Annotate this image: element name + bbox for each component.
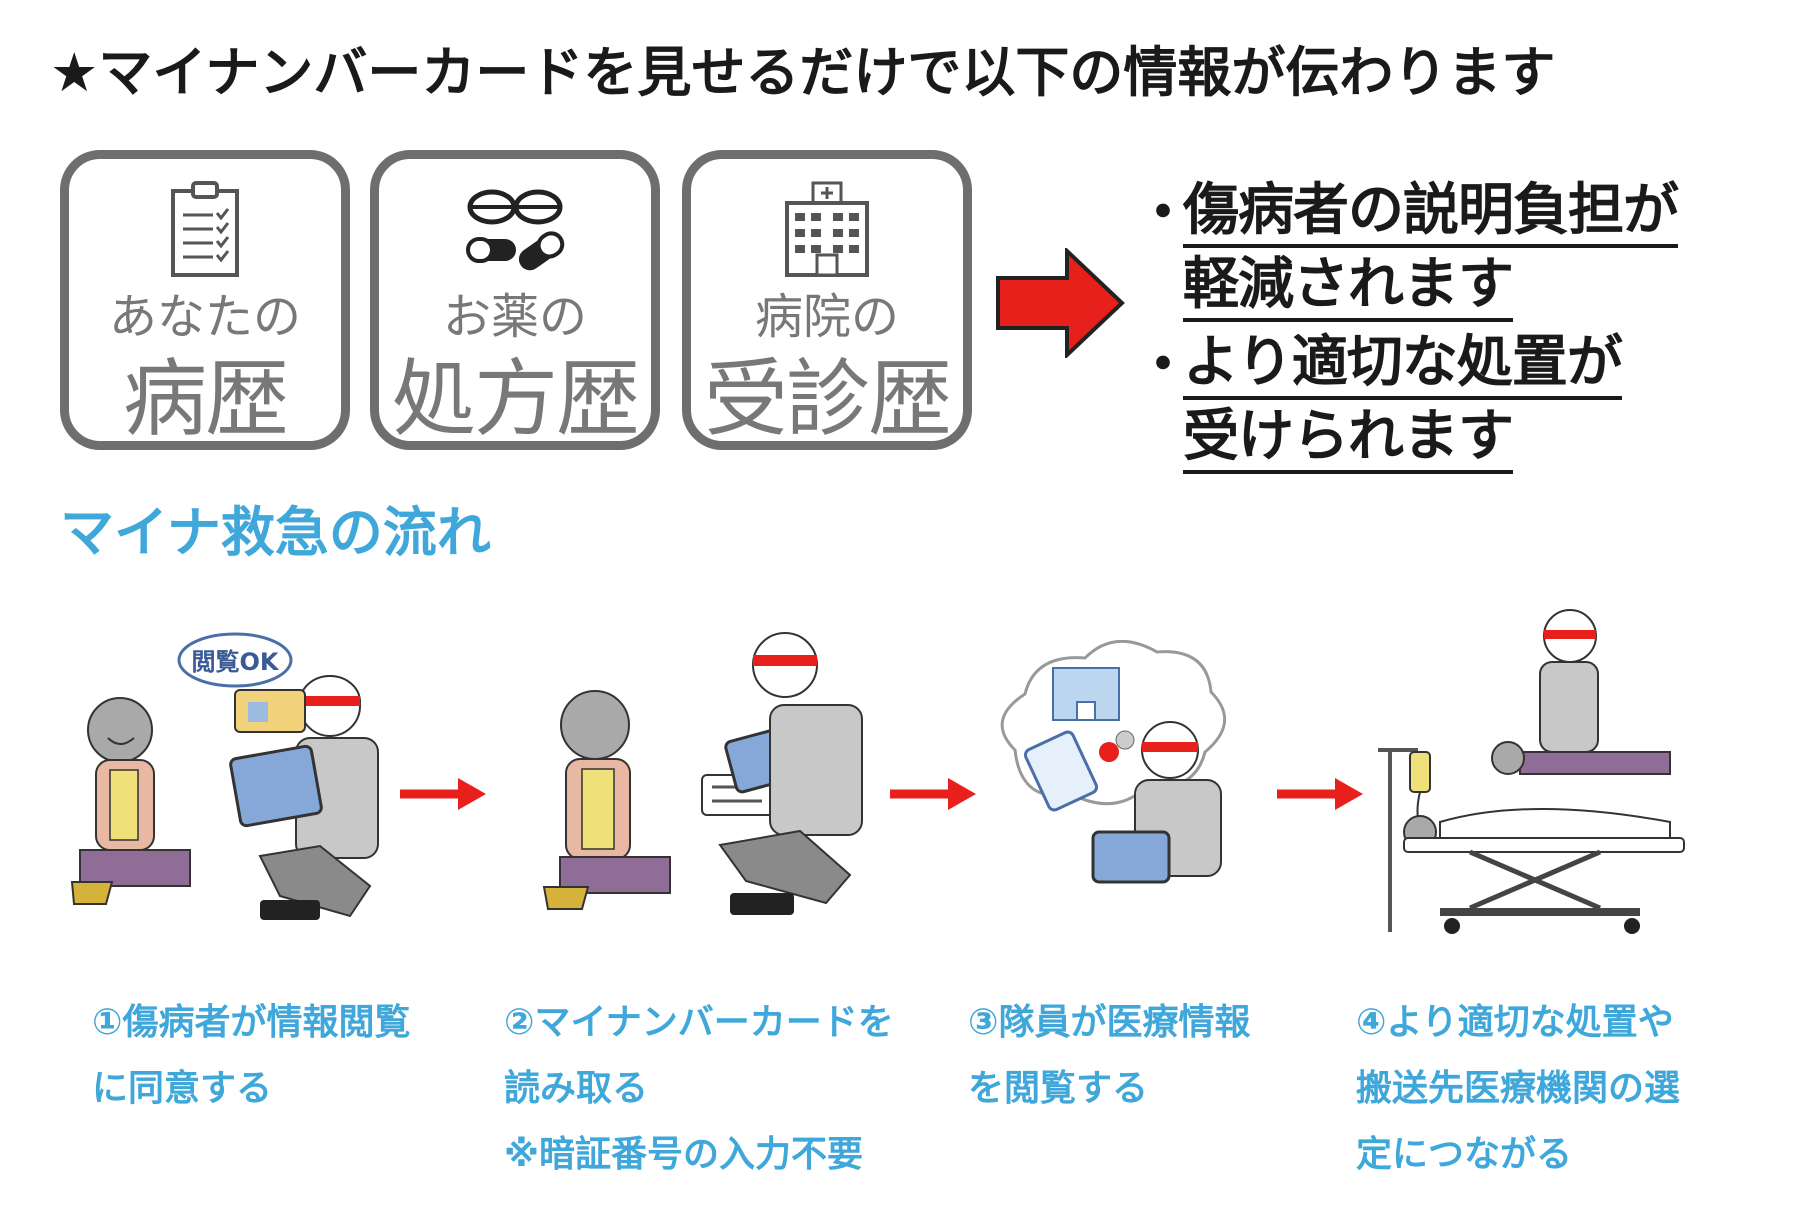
tile-label-top: お薬の xyxy=(442,289,587,345)
step-caption: ②マイナンバーカードを 読み取る ※暗証番号の入力不要 xyxy=(504,990,894,1188)
step3-info-viewing-illustration xyxy=(1000,640,1227,884)
step4-treatment-transport-illustration xyxy=(1378,609,1685,934)
benefit-item: ・ 傷病者の説明負担が 軽減されます xyxy=(1135,178,1795,322)
flow-arrow-icon xyxy=(400,778,486,810)
medical-history-tile: あなたの 病歴 xyxy=(60,150,350,450)
step-caption-line: 読み取る xyxy=(504,1068,649,1109)
tile-label-main: 処方歴 xyxy=(391,350,640,448)
step-caption-line: 搬送先医療機関の選 xyxy=(1356,1068,1681,1109)
big-red-arrow-icon xyxy=(996,248,1125,358)
benefit-text-line: 軽減されます xyxy=(1183,252,1514,322)
hospital-icon xyxy=(691,181,963,279)
step1-consent-illustration: 閲覧OK xyxy=(70,632,379,920)
step-caption: ④より適切な処置や 搬送先医療機関の選 定につながる xyxy=(1356,990,1680,1188)
benefit-text-line: より適切な処置が xyxy=(1183,330,1623,400)
hospital-visit-history-tile: 病院の 受診歴 xyxy=(682,150,972,450)
tile-label-top: あなたの xyxy=(108,289,301,345)
step2-card-reading-illustration xyxy=(542,632,863,915)
tile-label-top: 病院の xyxy=(754,289,899,345)
tile-label-main: 受診歴 xyxy=(703,350,952,448)
step-caption: ①傷病者が情報閲覧 に同意する xyxy=(92,990,410,1122)
step-caption-line: ②マイナンバーカードを xyxy=(504,1002,894,1043)
clipboard-icon xyxy=(69,181,341,279)
step-caption-line: 定につながる xyxy=(1356,1134,1573,1175)
step-caption-line: を閲覧する xyxy=(968,1068,1149,1109)
benefit-text-line: 受けられます xyxy=(1183,404,1514,474)
page-heading: ★マイナンバーカードを見せるだけで以下の情報が伝わります xyxy=(50,41,1556,104)
step-caption-line: ①傷病者が情報閲覧 xyxy=(92,1002,411,1043)
tile-label-main: 病歴 xyxy=(122,350,289,448)
step-caption-line: に同意する xyxy=(92,1068,273,1109)
flow-arrow-icon xyxy=(890,778,976,810)
benefit-item: ・ より適切な処置が 受けられます xyxy=(1135,330,1795,474)
prescription-history-tile: お薬の 処方歴 xyxy=(370,150,660,450)
benefit-list: ・ 傷病者の説明負担が 軽減されます ・ より適切な処置が 受けられます xyxy=(1135,178,1795,482)
bullet-marker: ・ xyxy=(1135,333,1191,398)
bullet-marker: ・ xyxy=(1135,181,1191,246)
step-caption-line: ③隊員が医療情報 xyxy=(968,1002,1251,1043)
step-caption-line: ④より適切な処置や xyxy=(1356,1002,1674,1043)
step-caption-line: ※暗証番号の入力不要 xyxy=(504,1134,863,1175)
step-caption: ③隊員が医療情報 を閲覧する xyxy=(968,990,1250,1122)
flow-title: マイナ救急の流れ xyxy=(60,501,491,564)
speech-bubble-text: 閲覧OK xyxy=(192,648,280,676)
medicine-icon xyxy=(379,181,651,279)
flow-arrow-icon xyxy=(1277,778,1363,810)
benefit-text-line: 傷病者の説明負担が xyxy=(1183,178,1679,248)
